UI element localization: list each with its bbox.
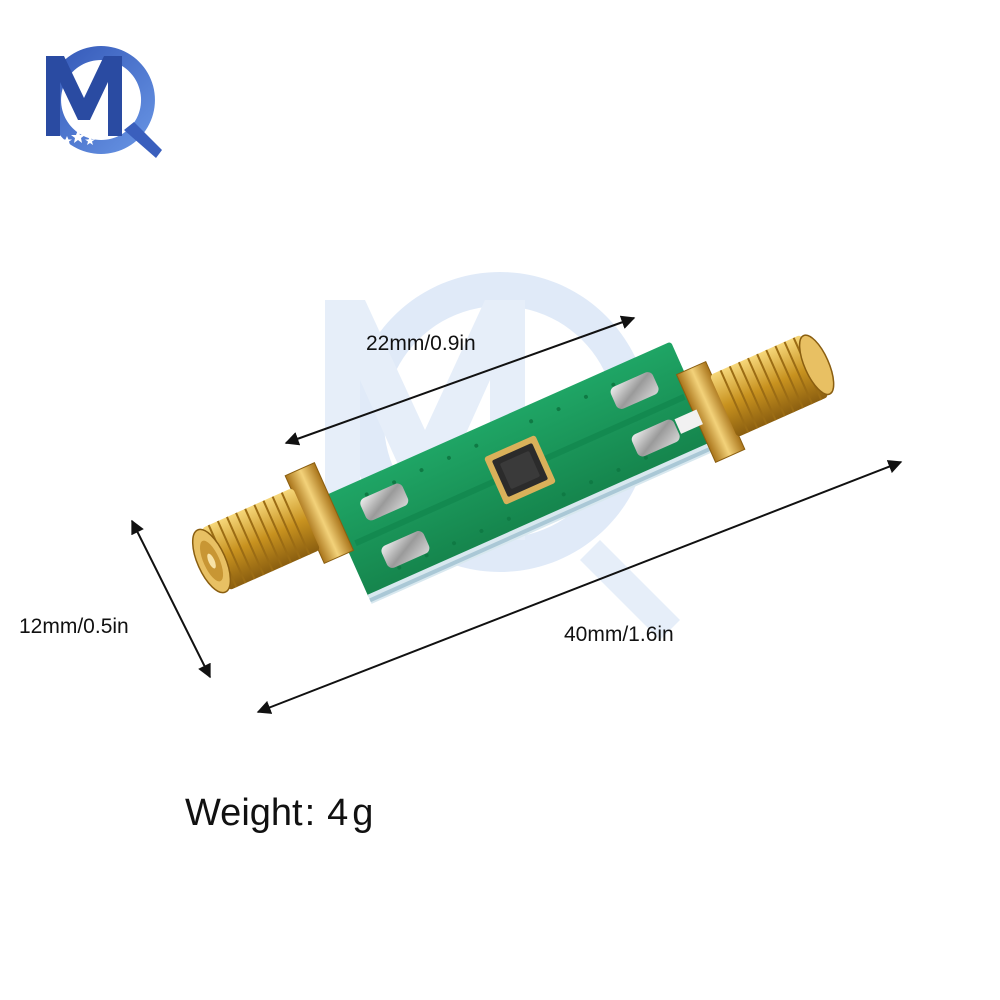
weight-value: 4g [327, 792, 378, 834]
mq-logo-icon [46, 46, 162, 158]
dimension-arrow-left [131, 519, 211, 679]
sma-connector-right [674, 334, 835, 463]
weight-separator: : [304, 792, 316, 834]
weight-spec: Weight:4g [185, 794, 377, 832]
dimension-arrow-top [284, 315, 636, 446]
weight-label: Weight [185, 792, 303, 834]
dimension-label-width: 22mm/0.9in [366, 332, 476, 355]
dimension-label-length: 40mm/1.6in [564, 623, 674, 646]
dimension-arrow-bottom [256, 460, 903, 714]
dimension-label-height: 12mm/0.5in [19, 615, 129, 638]
